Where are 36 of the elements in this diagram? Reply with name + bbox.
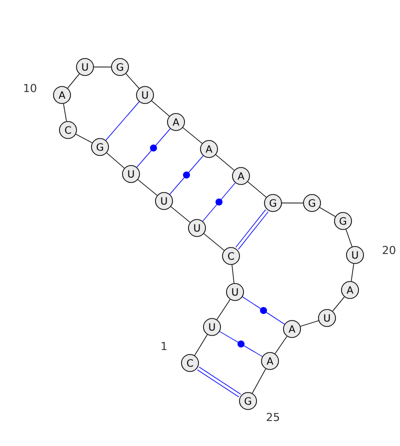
backbone-line	[332, 296, 345, 312]
base-pair-line	[242, 296, 285, 324]
backbone-line	[63, 103, 67, 122]
backbone-line	[204, 233, 224, 251]
backbone-line	[76, 134, 92, 144]
base-pair-line	[169, 155, 204, 195]
backbone-line	[106, 152, 125, 168]
base-pair-line	[202, 182, 236, 222]
position-number: 25	[266, 412, 280, 422]
backbone-line	[94, 66, 112, 68]
backbone-line	[216, 299, 230, 320]
backbone-line	[300, 320, 319, 327]
backbone-line	[194, 334, 208, 356]
backbone-line	[350, 263, 354, 282]
backbone-line	[319, 207, 336, 217]
backbone-line	[138, 179, 158, 196]
position-number: 1	[162, 342, 166, 350]
backbone-line	[151, 100, 170, 116]
base-pair-line	[236, 210, 268, 250]
backbone-line	[67, 74, 80, 88]
base-pair-line	[219, 331, 263, 357]
backbone-line	[126, 73, 140, 89]
base-pair-line	[197, 366, 241, 398]
backbone-line	[232, 264, 234, 284]
position-number: 20	[382, 246, 396, 254]
base-pair-line	[136, 128, 171, 168]
backbone-line	[346, 229, 352, 247]
backbone-line	[215, 154, 235, 171]
backbone-line	[274, 336, 288, 354]
position-number: 10	[24, 84, 36, 92]
backbone-line	[282, 202, 304, 204]
backbone-line	[252, 368, 266, 394]
backbone-line	[247, 181, 267, 198]
backbone-line	[170, 206, 190, 223]
backbone-line	[182, 127, 202, 144]
base-pair-line	[105, 101, 140, 141]
